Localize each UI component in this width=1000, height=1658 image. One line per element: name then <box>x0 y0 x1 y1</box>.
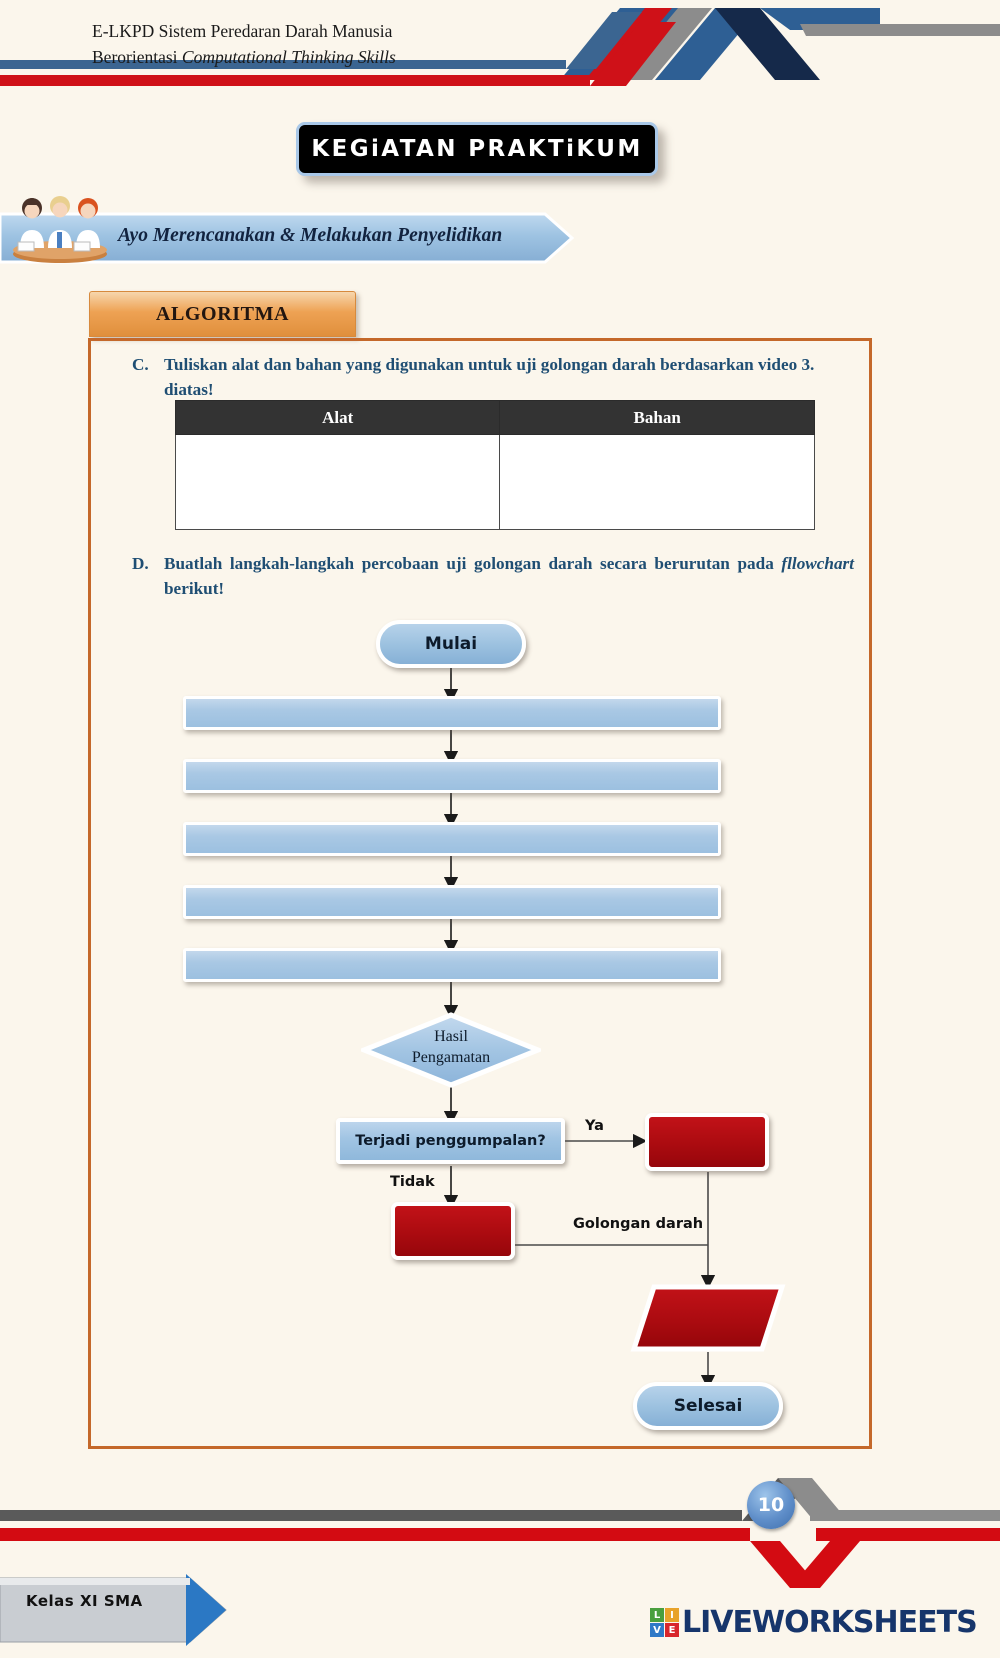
table-header-row: Alat Bahan <box>174 400 815 435</box>
table-cell-alat[interactable] <box>174 434 501 530</box>
question-d-text-part2: berikut! <box>164 579 225 598</box>
content-panel <box>88 338 872 1449</box>
question-d-text-italic: fllowchart <box>781 554 854 573</box>
lw-tile-v: V <box>650 1623 664 1637</box>
question-d-text-part1: Buatlah langkah-langkah percobaan uji go… <box>164 554 782 573</box>
section-tab-algoritma[interactable]: ALGORITMA <box>89 291 356 337</box>
header-title: E-LKPD Sistem Peredaran Darah Manusia Be… <box>92 18 562 70</box>
page-header: E-LKPD Sistem Peredaran Darah Manusia Be… <box>0 0 1000 90</box>
table-row <box>174 434 815 530</box>
flow-node-end-label: Selesai <box>673 1396 743 1416</box>
question-d: D. Buatlah langkah-langkah percobaan uji… <box>132 551 854 601</box>
flowchart-connectors <box>443 668 716 1390</box>
question-d-text: Buatlah langkah-langkah percobaan uji go… <box>164 551 854 601</box>
lw-tile-l: L <box>650 1608 664 1622</box>
flow-node-step4[interactable] <box>183 885 721 919</box>
header-title-line2: Berorientasi Computational Thinking Skil… <box>92 47 396 67</box>
page-title-plate: KEGiATAN PRAKTiKUM <box>296 122 658 176</box>
question-c: C. Tuliskan alat dan bahan yang digunaka… <box>132 352 854 402</box>
table-header-bahan: Bahan <box>499 400 815 435</box>
banner-label: Ayo Merencanakan & Melakukan Penyelidika… <box>118 225 503 246</box>
header-title-line1: E-LKPD Sistem Peredaran Darah Manusia <box>92 21 393 41</box>
page-number-text: 10 <box>757 1494 785 1516</box>
table-cell-bahan[interactable] <box>499 434 815 530</box>
banner-arrow-shape <box>0 212 575 264</box>
section-tab-label: ALGORITMA <box>155 302 290 325</box>
header-title-line2-italic: Computational Thinking Skills <box>181 47 396 67</box>
flow-node-step3[interactable] <box>183 822 721 856</box>
class-badge-label: Kelas XI SMA <box>26 1592 143 1610</box>
flowchart: Mulai Hasil Pengamatan <box>88 600 866 1430</box>
question-d-label: D. <box>132 554 149 573</box>
flow-edge-label-tidak: Tidak <box>390 1174 435 1190</box>
footer-ribbon-graphic <box>0 1478 1000 1646</box>
liveworksheets-logo[interactable]: L I V E LIVEWORKSHEETS <box>650 1605 978 1640</box>
flow-node-end: Selesai <box>633 1382 783 1430</box>
flow-node-answer-golongan[interactable] <box>630 1283 786 1353</box>
question-c-text: Tuliskan alat dan bahan yang digunakan u… <box>164 355 815 399</box>
flow-node-decision-hasil: Hasil Pengamatan <box>361 1012 541 1088</box>
flow-node-penggumpalan-label: Terjadi penggumpalan? <box>355 1133 546 1149</box>
liveworksheets-tiles-icon: L I V E <box>650 1608 679 1637</box>
header-ribbon-graphic <box>0 8 1000 86</box>
flow-node-answer-ya[interactable] <box>645 1113 769 1171</box>
flow-edge-label-ya: Ya <box>585 1118 604 1134</box>
flow-node-start: Mulai <box>376 620 526 668</box>
question-c-label: C. <box>132 355 149 374</box>
flow-node-step1[interactable] <box>183 696 721 730</box>
flow-node-step2[interactable] <box>183 759 721 793</box>
liveworksheets-wordmark: LIVEWORKSHEETS <box>682 1605 978 1640</box>
flow-node-answer-tidak[interactable] <box>391 1202 515 1260</box>
flow-node-penggumpalan: Terjadi penggumpalan? <box>336 1118 565 1164</box>
page-number-badge: 10 <box>747 1481 795 1529</box>
students-illustration-icon <box>13 196 107 263</box>
lw-tile-i: I <box>665 1608 679 1622</box>
page-title-text: KEGiATAN PRAKTiKUM <box>311 136 643 162</box>
decision-diamond-shape <box>361 1012 541 1088</box>
flow-node-start-label: Mulai <box>424 634 478 654</box>
parallelogram-shape <box>630 1284 786 1352</box>
lw-tile-e: E <box>665 1623 679 1637</box>
flow-node-decision-label-line2: Pengamatan <box>411 1049 491 1066</box>
alat-bahan-table: Alat Bahan <box>174 400 815 530</box>
table-header-alat: Alat <box>174 400 501 435</box>
page-footer: Kelas XI SMA <box>0 1470 1000 1653</box>
flow-node-step5[interactable] <box>183 948 721 982</box>
flow-node-decision-label-line1: Hasil <box>434 1028 468 1045</box>
activity-banner: Ayo Merencanakan & Melakukan Penyelidika… <box>0 196 575 264</box>
flow-edge-label-golongan-darah: Golongan darah <box>573 1216 704 1232</box>
